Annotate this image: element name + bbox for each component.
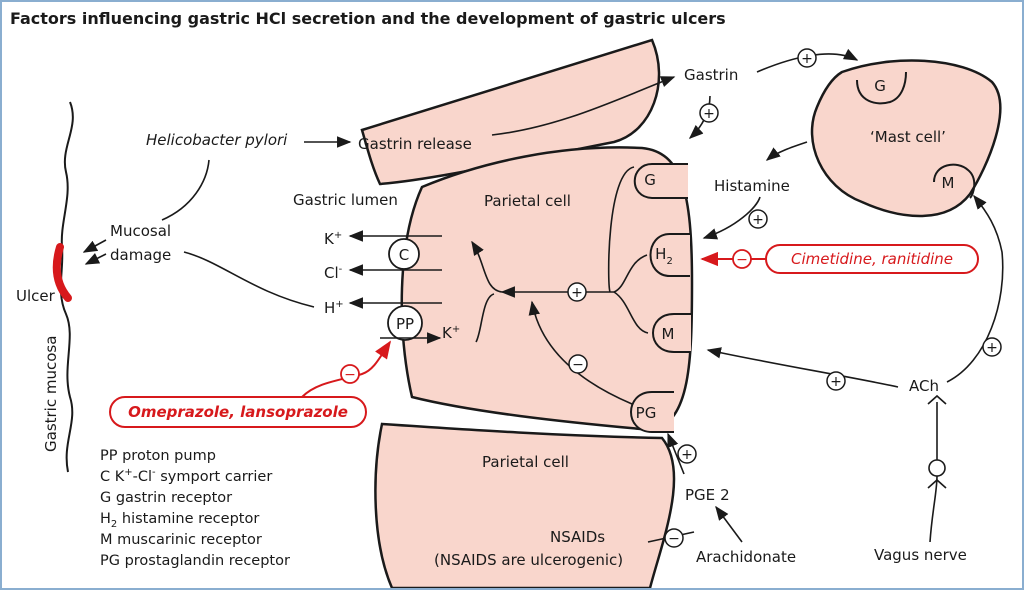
h-ion-damage-line [183,251,315,308]
prostaglandin-receptor [630,391,674,433]
proton-pump-label: PP [396,315,414,333]
gastrin-signal-line [607,166,635,293]
svg-text:+: + [986,340,998,356]
arachidonate-to-pge2-arrow [715,505,743,543]
proton-pump [387,305,423,341]
muscarinic-receptor-mast [933,163,976,199]
plus-ach-mast: + [982,337,1002,357]
histamine-receptor-label: H2 [655,245,673,267]
diagram-title: Factors influencing gastric HCl secretio… [10,9,726,28]
main-parietal-cell [400,146,694,432]
vagus-ganglion [928,459,946,477]
k-ion-out-label: K+ [442,324,460,342]
gastrin-release-arrow [491,76,676,136]
cl-ion-label: Cl- [324,264,343,282]
plus-gastrin-mast: + [797,48,817,68]
mast-muscarinic-receptor-label: M [942,174,955,192]
muscarinic-receptor-label: M [662,325,675,343]
ulcer-label: Ulcer [16,287,56,305]
nsaids-label: NSAIDs [550,528,605,546]
lower-parietal-cell [374,422,676,588]
histamine-to-h2-arrow [702,196,761,240]
cimetidine-label: Cimetidine, ranitidine [791,250,953,268]
gastrin-receptor-label: G [644,171,656,189]
parietal-cell-bottom-label: Parietal cell [482,453,569,471]
svg-text:+: + [801,51,813,67]
legend-item-pp: PP proton pump [100,448,216,464]
histamine-receptor [649,233,690,277]
minus-cimetidine: − [732,249,752,269]
mucosal-damage-arrow-2 [84,253,107,265]
gastrin-release-label: Gastrin release [358,135,472,153]
signal-to-k-arrow [471,240,503,293]
legend-item-c: C K+-Cl- symport carrier [100,467,272,485]
histamine-signal-line [613,254,648,293]
legend-item-pg: PG prostaglandin receptor [100,553,290,569]
legend-item-g: G gastrin receptor [100,490,232,506]
gastrin-label: Gastrin [684,66,738,84]
helicobacter-label: Helicobacter pylori [146,131,288,149]
plus-ach-m: + [826,371,846,391]
vagus-terminal [927,394,947,405]
ach-label: ACh [909,377,939,395]
svg-text:+: + [752,212,764,228]
minus-omeprazole: − [340,364,360,384]
symport-carrier [388,238,420,270]
nsaids-note: (NSAIDS are ulcerogenic) [434,551,623,569]
plus-pge2: + [677,444,697,464]
minus-nsaids: − [664,528,684,548]
mucosal-damage-arrow-1 [82,239,107,253]
plus-histamine: + [748,209,768,229]
gastrin-receptor-parietal [633,163,688,199]
arachidonate-label: Arachidonate [696,548,796,566]
gastric-lumen-label: Gastric lumen [293,191,398,209]
helicobacter-damage-line [161,159,210,221]
svg-text:−: − [344,367,356,383]
gastric-mucosa-label: Gastric mucosa [42,336,60,452]
ulcer-mark [52,243,72,302]
vagus-nerve-label: Vagus nerve [874,546,967,564]
plus-gastrin-parietal: + [699,103,719,123]
parietal-cell-top-label: Parietal cell [484,192,571,210]
mast-cell [810,59,1002,218]
svg-text:+: + [830,374,842,390]
prostaglandin-receptor-label: PG [636,404,657,422]
omeprazole-arrow [301,340,391,398]
gastrin-receptor-mast [856,71,907,105]
svg-text:−: − [668,531,680,547]
pge2-to-pg-arrow [667,432,685,475]
damage-label: damage [110,246,171,264]
muscarinic-signal-line [613,291,649,334]
legend-item-h2: H2 histamine receptor [100,511,259,530]
minus-pg: − [568,354,588,374]
legend-item-m: M muscarinic receptor [100,532,262,548]
mast-cell-label: ‘Mast cell’ [870,128,946,146]
svg-text:−: − [572,357,584,373]
omeprazole-box [109,396,367,428]
symport-carrier-label: C [399,246,409,264]
mucosal-label: Mucosal [110,222,171,240]
ach-to-m-arrow [706,347,899,388]
k-ion-label: K+ [324,230,342,248]
ach-to-mast-arrow [946,194,1004,383]
svg-text:+: + [571,285,583,301]
mast-gastrin-receptor-label: G [874,77,886,95]
mast-to-histamine-arrow [765,141,808,161]
histamine-label: Histamine [714,177,790,195]
omeprazole-label: Omeprazole, lansoprazole [128,403,348,421]
h-ion-label: H+ [324,299,344,317]
plus-intracellular: + [567,282,587,302]
signal-to-pump-line [475,293,495,343]
muscarinic-receptor-parietal [652,313,691,353]
svg-text:−: − [736,252,748,268]
legend: PP proton pump C K+-Cl- symport carrier … [100,448,290,569]
svg-text:+: + [703,106,715,122]
svg-text:+: + [681,447,693,463]
vagus-synapse [927,478,947,489]
